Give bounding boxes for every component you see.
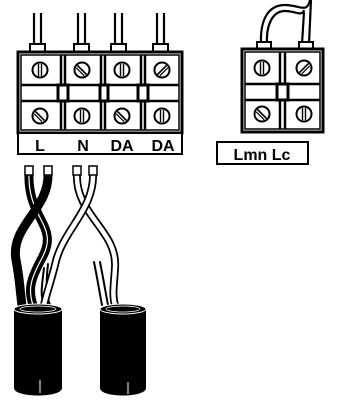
- screw-icon: [31, 107, 49, 125]
- screw-icon: [113, 107, 131, 125]
- screw-icon: [153, 61, 171, 79]
- loop-wire: [259, 0, 313, 45]
- terminal-label-strip: [17, 132, 183, 155]
- label-lmn-lc: Lmn Lc: [234, 147, 291, 164]
- terminal-block-small-body: [240, 47, 325, 134]
- cables: [10, 165, 147, 396]
- screw-icon: [113, 61, 131, 79]
- screw-icon: [295, 105, 313, 123]
- terminal-block-main: L N DA DA: [16, 13, 184, 155]
- screw-icon: [31, 61, 49, 79]
- block-partitions: [21, 55, 179, 130]
- screw-icon: [153, 107, 171, 125]
- screw-icon: [253, 59, 271, 77]
- screw-icon: [73, 61, 91, 79]
- terminal-block-lmn-lc: Lmn Lc: [216, 0, 325, 165]
- screw-icon: [295, 59, 313, 77]
- label-da-2: DA: [151, 138, 175, 155]
- screw-icon: [253, 105, 271, 123]
- cable-sheath-left: [13, 303, 63, 396]
- screw-icon: [73, 107, 91, 125]
- label-n: N: [77, 138, 89, 155]
- cable-sheath-right: [99, 303, 147, 396]
- cable-right-wires: [40, 168, 120, 309]
- lmn-lc-label-box: [216, 141, 309, 165]
- label-l: L: [35, 138, 45, 155]
- incoming-wires-top: [32, 13, 166, 46]
- label-da-1: DA: [110, 138, 134, 155]
- cable-left-wires: [10, 167, 53, 310]
